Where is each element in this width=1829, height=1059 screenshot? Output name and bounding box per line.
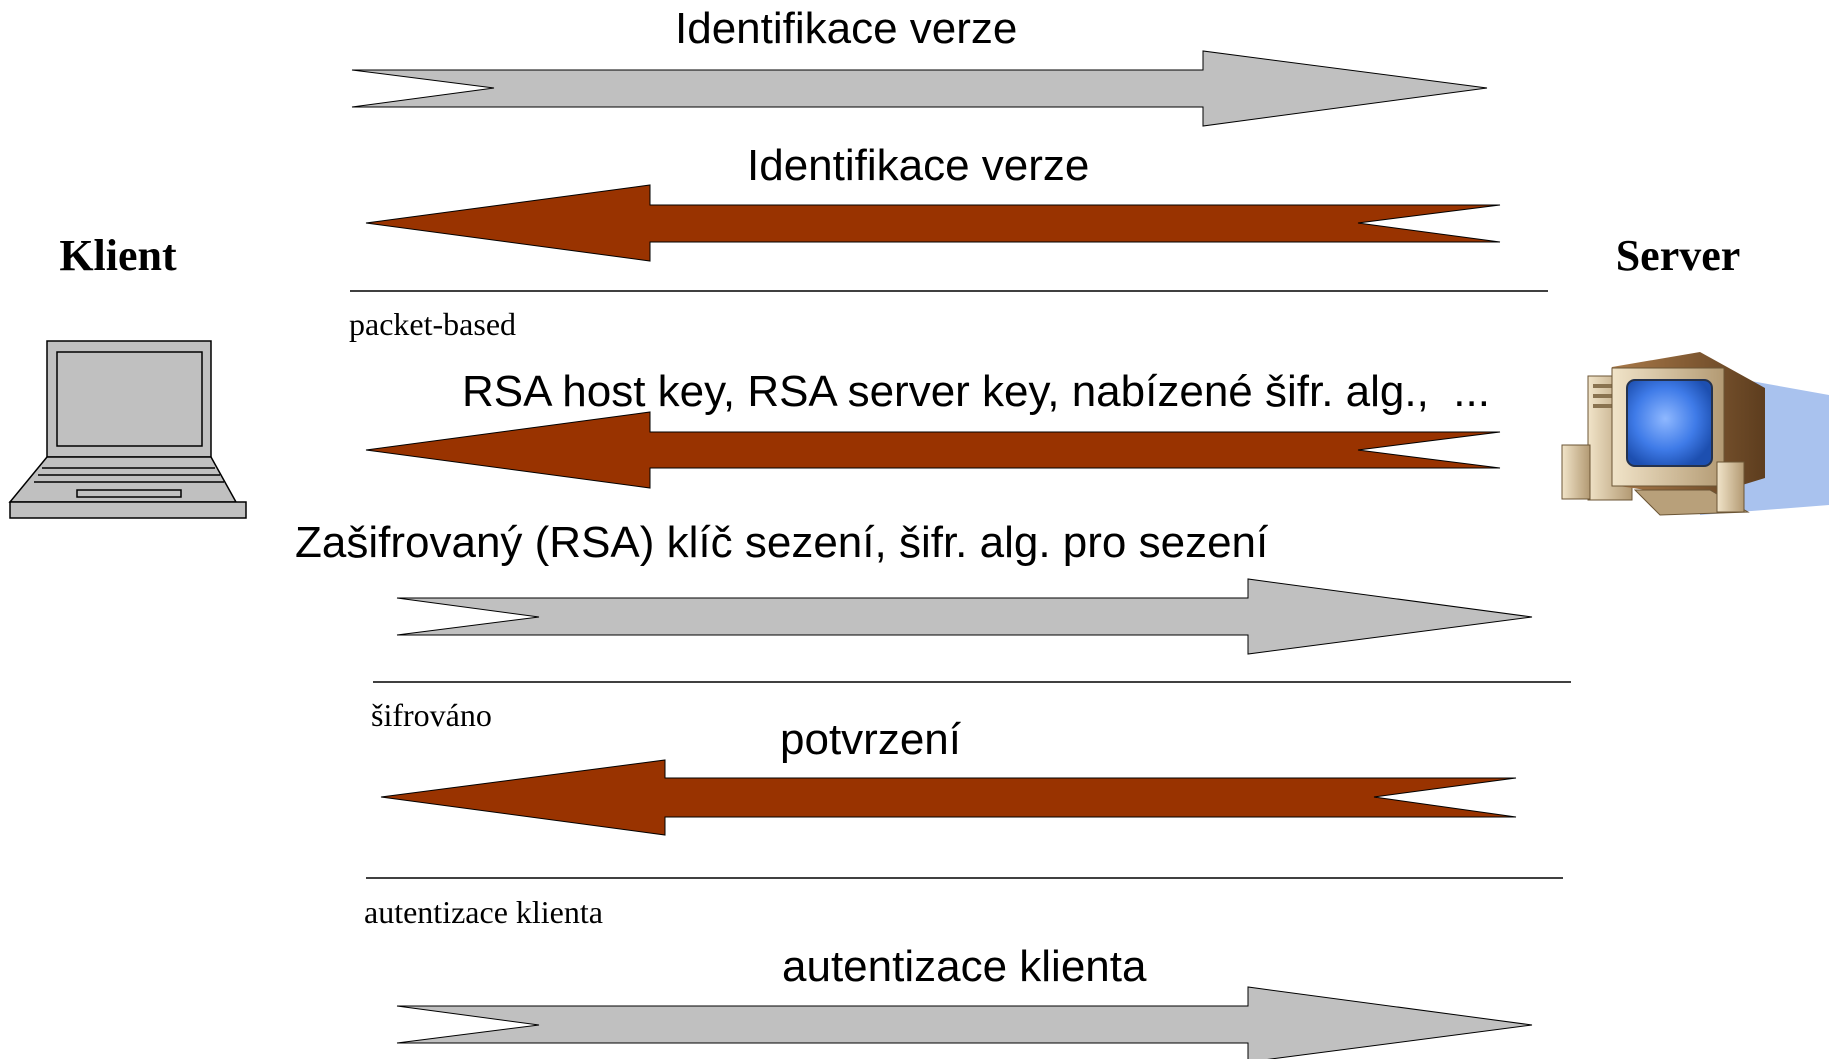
arrow-to-client [380,759,1517,836]
arrow-to-server [396,986,1533,1059]
message-label-1: Identifikace verze [675,4,1017,53]
phase-label-client-auth: autentizace klienta [364,894,603,930]
server-label: Server [1616,231,1741,280]
arrow-to-client [365,411,1501,489]
phase-label-packet-based: packet-based [349,306,516,342]
phase-label-encrypted: šifrováno [371,697,492,733]
arrow-to-client [365,184,1501,262]
arrow-to-server [396,578,1533,655]
arrow-to-server [351,50,1488,127]
message-label-2: Identifikace verze [747,141,1089,190]
desktop-computer-icon [1561,352,1829,516]
message-label-6: autentizace klienta [782,942,1147,991]
message-label-3: RSA host key, RSA server key, nabízené š… [462,367,1490,416]
message-label-5: potvrzení [780,715,962,764]
message-label-4: Zašifrovaný (RSA) klíč sezení, šifr. alg… [295,518,1269,567]
laptop-icon [8,340,247,519]
client-label: Klient [59,231,177,280]
